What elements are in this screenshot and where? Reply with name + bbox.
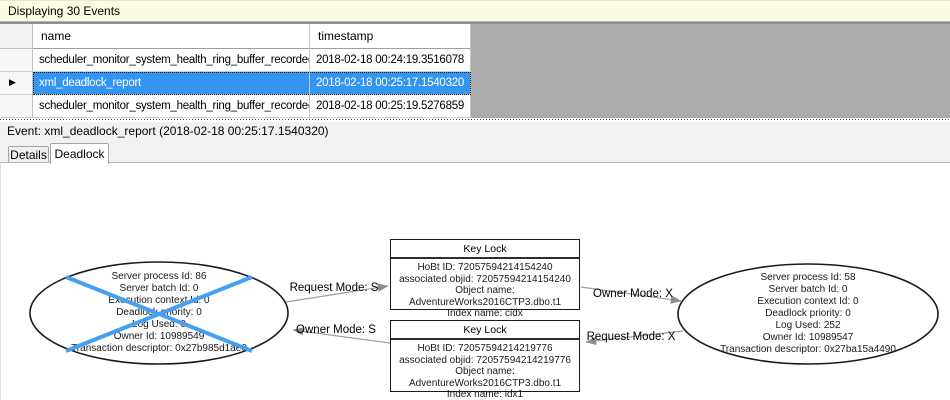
grid-header-row: name timestamp: [0, 24, 471, 49]
process-attr: Execution context Id: 0: [108, 295, 210, 306]
process-attr: Server batch Id: 0: [768, 284, 848, 295]
row-selector[interactable]: [0, 49, 33, 72]
process-attr: Transaction descriptor: 0x27b985d1ae0: [71, 343, 247, 354]
edge-label-owner-s: Owner Mode: S: [296, 324, 376, 336]
resource-attr: associated objid: 72057594214219776: [399, 354, 571, 366]
event-name-cell[interactable]: scheduler_monitor_system_health_ring_buf…: [33, 95, 310, 118]
event-name-cell[interactable]: xml_deadlock_report: [33, 72, 310, 95]
grid-detail-splitter[interactable]: [0, 118, 950, 122]
process-attr: Server batch Id: 0: [119, 283, 199, 294]
selected-event-summary: Event: xml_deadlock_report (2018-02-18 0…: [0, 122, 950, 141]
resource-attr: HoBt ID: 72057594214219776: [417, 343, 553, 354]
detail-tab-strip: Details Deadlock: [0, 141, 950, 164]
resource-attr: Index name: idx1: [446, 389, 524, 400]
grid-corner-cell: [0, 24, 33, 49]
resource-title: Key Lock: [391, 321, 579, 340]
edge-label-request-s: Request Mode: S: [289, 282, 379, 294]
event-timestamp-cell[interactable]: 2018-02-18 00:25:19.5276859: [310, 95, 471, 118]
event-row[interactable]: scheduler_monitor_system_health_ring_buf…: [0, 49, 471, 72]
event-timestamp-cell[interactable]: 2018-02-18 00:24:19.3516078: [310, 49, 471, 72]
tab-details[interactable]: Details: [8, 146, 49, 163]
events-grid: name timestamp scheduler_monitor_system_…: [0, 22, 950, 118]
process-node-victim[interactable]: Server process Id: 86 Server batch Id: 0…: [29, 271, 289, 355]
process-attr: Owner Id: 10989549: [113, 331, 205, 342]
process-attr: Log Used: 252: [775, 320, 841, 331]
process-attr: Execution context Id: 0: [757, 296, 859, 307]
process-attr: Log Used: 0: [132, 319, 186, 330]
resource-node-keylock-top[interactable]: Key Lock HoBt ID: 72057594214154240 asso…: [390, 239, 580, 319]
process-attr: Server process Id: 58: [760, 272, 856, 283]
event-row[interactable]: scheduler_monitor_system_health_ring_buf…: [0, 95, 471, 118]
tab-deadlock[interactable]: Deadlock: [50, 143, 109, 164]
resource-attr: Object name: AdventureWorks2016CTP3.dbo.…: [408, 285, 562, 308]
event-timestamp-cell[interactable]: 2018-02-18 00:25:17.1540320: [310, 72, 471, 95]
process-attr: Deadlock priority: 0: [765, 308, 851, 319]
resource-attr: associated objid: 72057594214154240: [399, 273, 571, 285]
process-attr: Transaction descriptor: 0x27ba15a4490: [720, 344, 896, 355]
resource-node-keylock-bottom[interactable]: Key Lock HoBt ID: 72057594214219776 asso…: [390, 320, 580, 400]
process-node[interactable]: Server process Id: 58 Server batch Id: 0…: [678, 272, 938, 356]
process-attr: Owner Id: 10989547: [762, 332, 854, 343]
edge-label-request-x: Request Mode: X: [586, 331, 676, 343]
event-row-selected[interactable]: ▶ xml_deadlock_report 2018-02-18 00:25:1…: [0, 72, 471, 95]
resource-attr: HoBt ID: 72057594214154240: [417, 262, 553, 273]
column-header-name[interactable]: name: [33, 24, 310, 49]
resource-attr: Index name: cidx: [447, 308, 523, 319]
row-selector[interactable]: [0, 95, 33, 118]
event-name-cell[interactable]: scheduler_monitor_system_health_ring_buf…: [33, 49, 310, 72]
process-attr: Server process Id: 86: [111, 271, 207, 282]
edge-label-owner-x: Owner Mode: X: [593, 288, 673, 300]
row-selector[interactable]: ▶: [0, 72, 33, 95]
events-count-bar: Displaying 30 Events: [0, 0, 950, 22]
resource-title: Key Lock: [391, 240, 579, 259]
column-header-timestamp[interactable]: timestamp: [310, 24, 471, 49]
process-attr: Deadlock priority: 0: [116, 307, 202, 318]
current-row-arrow-icon: ▶: [9, 77, 16, 88]
resource-attr: Object name: AdventureWorks2016CTP3.dbo.…: [408, 366, 562, 389]
